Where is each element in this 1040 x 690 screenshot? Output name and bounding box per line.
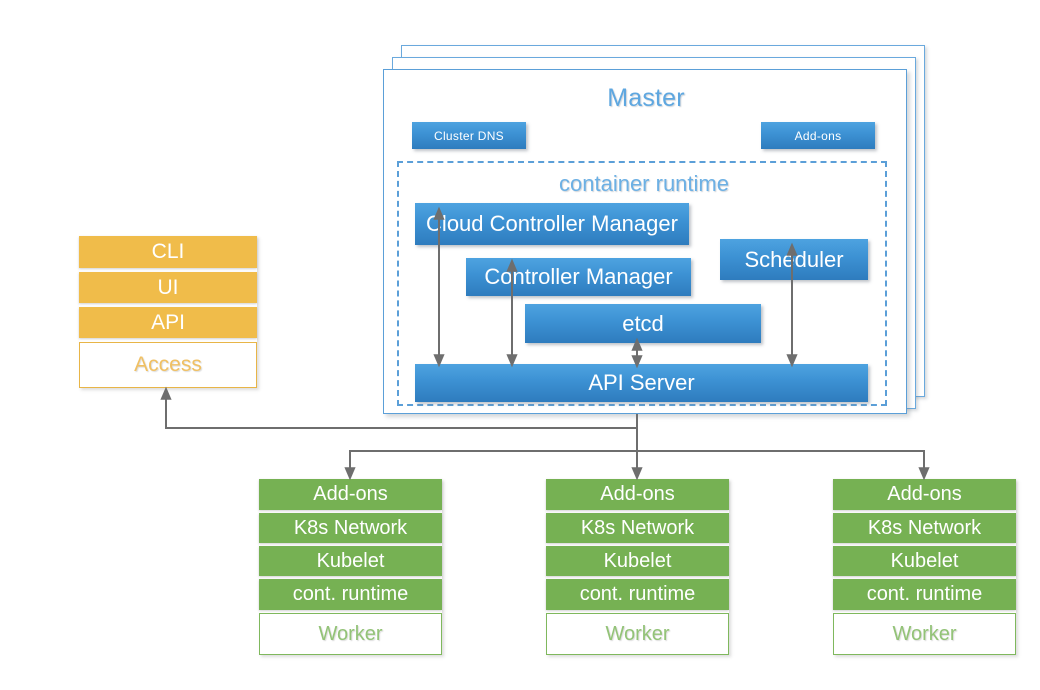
worker-1-addons-label: Add-ons: [313, 483, 388, 505]
access-panel[interactable]: CLI UI API Access: [79, 236, 257, 388]
worker-node-2[interactable]: Add-ons K8s Network Kubelet cont. runtim…: [546, 479, 729, 655]
access-layer-cli[interactable]: CLI: [79, 236, 257, 268]
scheduler-label: Scheduler: [744, 246, 844, 272]
worker-3-footer-label: Worker: [892, 622, 957, 645]
worker-1-network-label: K8s Network: [293, 516, 408, 539]
scheduler-box[interactable]: Scheduler: [720, 239, 868, 280]
worker-2-footer: Worker: [546, 613, 729, 655]
master-addons-box[interactable]: Add-ons: [761, 122, 875, 149]
cluster-dns-label: Cluster DNS: [434, 128, 504, 143]
access-layer-api[interactable]: API: [79, 307, 257, 338]
worker-3-kubelet-label: Kubelet: [890, 549, 959, 572]
controller-manager-box[interactable]: Controller Manager: [466, 258, 691, 296]
worker-2-layer-runtime[interactable]: cont. runtime: [546, 579, 729, 610]
access-layer-ui-label: UI: [157, 275, 179, 299]
worker-3-layer-network[interactable]: K8s Network: [833, 513, 1016, 543]
api-server-label: API Server: [588, 370, 695, 395]
worker-1-layer-network[interactable]: K8s Network: [259, 513, 442, 543]
access-layer-ui[interactable]: UI: [79, 272, 257, 303]
worker-3-runtime-label: cont. runtime: [866, 583, 983, 605]
worker-1-layer-addons[interactable]: Add-ons: [259, 479, 442, 510]
worker-3-layer-kubelet[interactable]: Kubelet: [833, 546, 1016, 576]
worker-2-kubelet-label: Kubelet: [603, 549, 672, 572]
worker-3-addons-label: Add-ons: [887, 483, 962, 505]
container-runtime-region: container runtime: [397, 161, 887, 406]
worker-2-addons-label: Add-ons: [600, 483, 675, 505]
arrow-apiserver-worker-3: [637, 450, 930, 481]
etcd-box[interactable]: etcd: [525, 304, 761, 343]
arrow-apiserver-worker-1: [344, 428, 638, 481]
worker-3-layer-runtime[interactable]: cont. runtime: [833, 579, 1016, 610]
worker-2-layer-network[interactable]: K8s Network: [546, 513, 729, 543]
worker-1-layer-kubelet[interactable]: Kubelet: [259, 546, 442, 576]
worker-3-network-label: K8s Network: [867, 516, 982, 539]
access-footer-label: Access: [134, 353, 202, 376]
controller-manager-label: Controller Manager: [484, 264, 673, 289]
cluster-dns-box[interactable]: Cluster DNS: [412, 122, 526, 149]
worker-2-layer-addons[interactable]: Add-ons: [546, 479, 729, 510]
access-layer-api-label: API: [151, 310, 185, 334]
worker-1-layer-runtime[interactable]: cont. runtime: [259, 579, 442, 610]
worker-1-kubelet-label: Kubelet: [316, 549, 385, 572]
worker-1-footer: Worker: [259, 613, 442, 655]
worker-node-1[interactable]: Add-ons K8s Network Kubelet cont. runtim…: [259, 479, 442, 655]
worker-1-runtime-label: cont. runtime: [292, 583, 409, 605]
worker-2-footer-label: Worker: [605, 622, 670, 645]
worker-node-3[interactable]: Add-ons K8s Network Kubelet cont. runtim…: [833, 479, 1016, 655]
api-server-box[interactable]: API Server: [415, 364, 868, 402]
cloud-controller-manager-box[interactable]: Cloud Controller Manager: [415, 203, 689, 245]
access-footer: Access: [79, 342, 257, 388]
worker-2-layer-kubelet[interactable]: Kubelet: [546, 546, 729, 576]
cloud-controller-manager-label: Cloud Controller Manager: [426, 211, 678, 236]
master-addons-label: Add-ons: [794, 128, 842, 143]
master-title: Master: [607, 84, 685, 112]
master-panel[interactable]: Master Cluster DNS Add-ons container run…: [383, 69, 907, 414]
etcd-label: etcd: [622, 310, 664, 336]
worker-3-layer-addons[interactable]: Add-ons: [833, 479, 1016, 510]
worker-1-footer-label: Worker: [318, 622, 383, 645]
worker-3-footer: Worker: [833, 613, 1016, 655]
access-layer-cli-label: CLI: [151, 240, 185, 263]
container-runtime-title: container runtime: [559, 171, 729, 196]
worker-2-runtime-label: cont. runtime: [579, 583, 696, 605]
worker-2-network-label: K8s Network: [580, 516, 695, 539]
